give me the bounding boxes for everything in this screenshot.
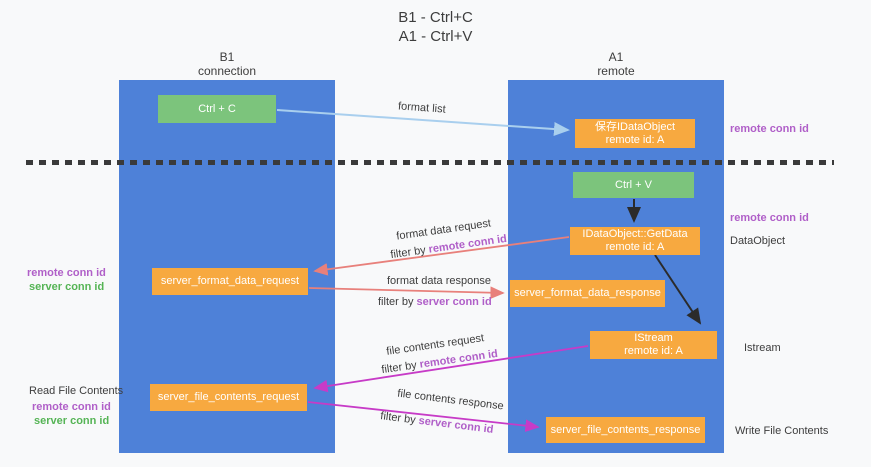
lane-header-a1: A1 remote [508, 50, 724, 78]
node-save-idataobject: 保存IDataObject remote id: A [575, 119, 695, 148]
filter-by-text: filter by [380, 358, 421, 377]
label-dataobject: DataObject [730, 235, 786, 247]
label-file-contents-response: file contents response [396, 387, 505, 413]
node-idataobject-getdata: IDataObject::GetData remote id: A [570, 227, 700, 255]
node-idataobject-getdata-line2: remote id: A [605, 241, 665, 253]
label-remote-conn-id-right-mid: remote conn id [730, 212, 809, 224]
node-istream-line2: remote id: A [624, 345, 683, 357]
node-ctrl-c: Ctrl + C [158, 95, 276, 123]
arrow-format-data-response [308, 286, 505, 299]
lane-header-b1-role: connection [197, 64, 257, 78]
server-conn-id-text: server conn id [417, 414, 495, 436]
node-server-file-contents-response-label: server_file_contents_response [550, 423, 701, 436]
label-remote-conn-id-left-1: remote conn id [27, 267, 106, 279]
node-save-idataobject-line2: remote id: A [605, 133, 665, 146]
node-istream-line1: IStream [634, 332, 673, 344]
node-ctrl-v: Ctrl + V [573, 172, 694, 198]
label-format-list: format list [397, 100, 447, 116]
diagram-title: B1 - Ctrl+C A1 - Ctrl+V [0, 8, 871, 46]
node-server-format-data-request: server_format_data_request [152, 268, 308, 295]
filter-by-text: filter by [378, 296, 417, 308]
node-server-format-data-response: server_format_data_response [510, 280, 665, 307]
node-server-format-data-request-label: server_format_data_request [160, 275, 300, 287]
lane-header-b1-name: B1 [219, 50, 235, 64]
label-server-conn-id-left-2: server conn id [34, 415, 110, 427]
node-save-idataobject-line1: 保存IDataObject [594, 120, 676, 133]
node-server-file-contents-request-label: server_file_contents_request [157, 391, 300, 403]
node-ctrl-c-label: Ctrl + C [198, 102, 236, 115]
server-conn-id-text: server conn id [416, 296, 492, 308]
lane-header-a1-name: A1 [608, 50, 624, 64]
node-idataobject-getdata-line1: IDataObject::GetData [582, 228, 688, 240]
label-filter-by-server-conn-id-2: filter by server conn id [380, 410, 494, 436]
label-write-file-contents: Write File Contents [735, 425, 829, 437]
node-server-format-data-response-label: server_format_data_response [514, 287, 661, 299]
label-filter-by-server-conn-id-1: filter by server conn id [378, 296, 492, 308]
label-read-file-contents: Read File Contents [29, 385, 124, 397]
label-format-data-response: format data response [387, 275, 491, 287]
session-divider-dashed-line [26, 160, 834, 165]
lane-header-b1: B1 connection [119, 50, 335, 78]
node-server-file-contents-request: server_file_contents_request [150, 384, 307, 411]
label-remote-conn-id-right-top: remote conn id [730, 123, 809, 135]
label-server-conn-id-left-1: server conn id [29, 281, 105, 293]
label-istream-right: Istream [744, 342, 781, 354]
node-istream: IStream remote id: A [590, 331, 717, 359]
node-server-file-contents-response: server_file_contents_response [546, 417, 705, 443]
filter-by-text: filter by [379, 410, 420, 427]
title-line-1: B1 - Ctrl+C [398, 9, 473, 26]
filter-by-text: filter by [389, 243, 430, 262]
node-ctrl-v-label: Ctrl + V [615, 178, 652, 191]
title-line-2: A1 - Ctrl+V [398, 28, 473, 45]
label-remote-conn-id-left-2: remote conn id [32, 401, 111, 413]
lane-header-a1-role: remote [597, 64, 635, 78]
